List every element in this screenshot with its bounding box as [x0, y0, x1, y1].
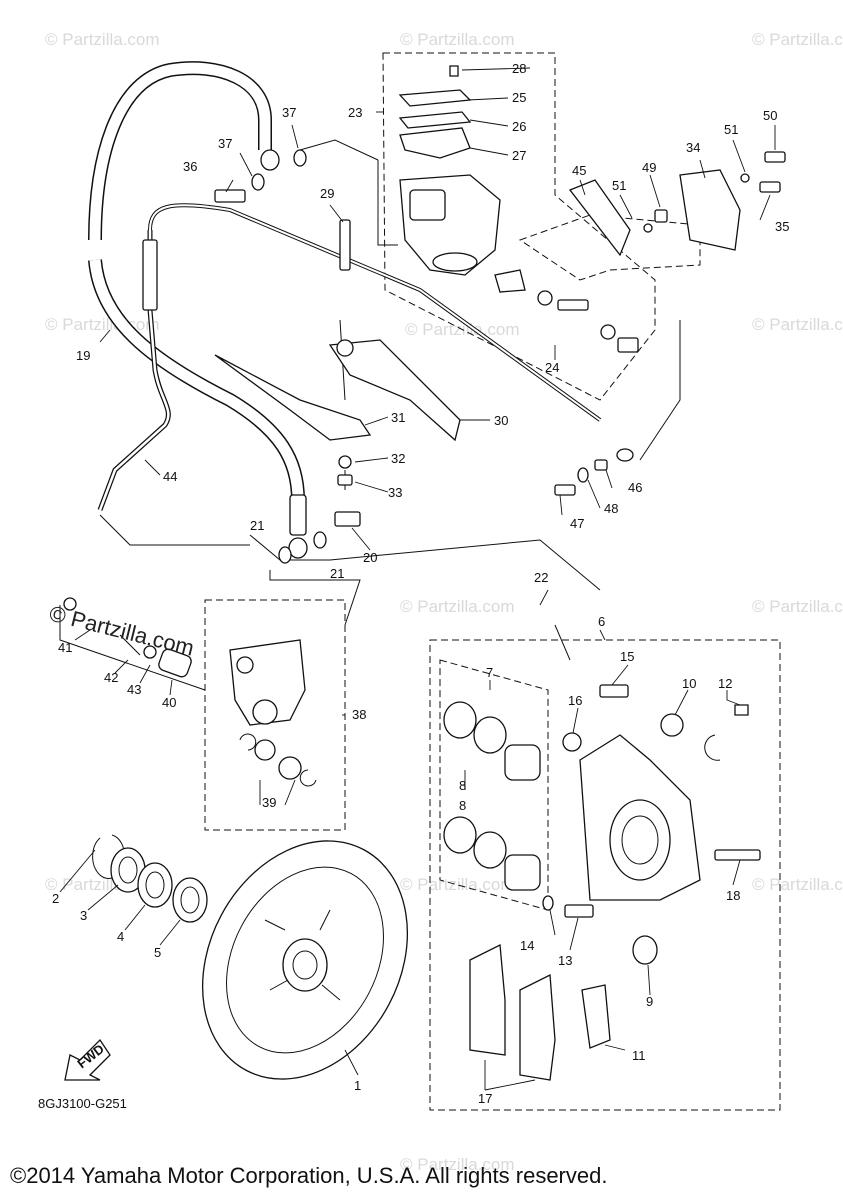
- callout-37: 37: [218, 136, 232, 151]
- watermark: © Partzilla.com: [400, 875, 515, 894]
- callout-7: 7: [486, 665, 493, 680]
- callout-21: 21: [330, 566, 344, 581]
- callout-51: 51: [724, 122, 738, 137]
- callout-19: 19: [76, 348, 90, 363]
- watermark: © Partzilla.com: [400, 597, 515, 616]
- watermark: © Partzilla.com: [752, 30, 843, 49]
- callout-35: 35: [775, 219, 789, 234]
- callout-26: 26: [512, 119, 526, 134]
- callout-25: 25: [512, 90, 526, 105]
- callout-8: 8: [459, 798, 466, 813]
- callout-32: 32: [391, 451, 405, 466]
- callout-34: 34: [686, 140, 700, 155]
- callout-1: 1: [354, 1078, 361, 1093]
- watermark: © Partzilla.com: [45, 30, 160, 49]
- callout-10: 10: [682, 676, 696, 691]
- callout-13: 13: [558, 953, 572, 968]
- brake-pads: [469, 943, 611, 1081]
- callout-49: 49: [642, 160, 656, 175]
- master-cylinder: [398, 65, 639, 353]
- watermark: © Partzilla.com: [400, 1155, 515, 1174]
- callout-42: 42: [104, 670, 118, 685]
- callout-21: 21: [250, 518, 264, 533]
- callout-4: 4: [117, 929, 124, 944]
- fwd-arrow-icon: FWD: [64, 1038, 111, 1081]
- watermark: © Partzilla.com: [400, 30, 515, 49]
- callout-11: 11: [632, 1048, 646, 1063]
- brake-lever: [214, 219, 461, 486]
- diagram-code: 8GJ3100-G251: [38, 1096, 127, 1111]
- watermark-layer: © Partzilla.com © Partzilla.com © Partzi…: [45, 30, 843, 1174]
- watermark: © Partzilla.com: [45, 315, 160, 334]
- group-box-caliper-bracket: [204, 599, 346, 831]
- callout-20: 20: [363, 550, 377, 565]
- callout-15: 15: [620, 649, 634, 664]
- watermark: © Partzilla.com: [752, 875, 843, 894]
- callout-41: 41: [58, 640, 72, 655]
- callout-2: 2: [52, 891, 59, 906]
- washers: [92, 834, 208, 923]
- callout-29: 29: [320, 186, 334, 201]
- callout-12: 12: [718, 676, 732, 691]
- callout-6: 6: [598, 614, 605, 629]
- callout-36: 36: [183, 159, 197, 174]
- leader-lines: [59, 67, 776, 1091]
- callout-23: 23: [348, 105, 362, 120]
- switch-bracket: [568, 151, 786, 257]
- callout-28: 28: [512, 61, 526, 76]
- callout-31: 31: [391, 410, 405, 425]
- brake-disc: [201, 840, 409, 1080]
- callout-40: 40: [162, 695, 176, 710]
- callout-8: 8: [459, 778, 466, 793]
- callout-47: 47: [570, 516, 584, 531]
- group-box-master-cylinder: [382, 52, 656, 401]
- watermark: © Partzilla.com: [752, 597, 843, 616]
- callout-16: 16: [568, 693, 582, 708]
- callout-44: 44: [163, 469, 177, 484]
- callout-22: 22: [534, 570, 548, 585]
- watermark: © Partzilla.com: [752, 315, 843, 334]
- callout-27: 27: [512, 148, 526, 163]
- callout-50: 50: [763, 108, 777, 123]
- callout-24: 24: [545, 360, 559, 375]
- callout-45: 45: [572, 163, 586, 178]
- callout-18: 18: [726, 888, 740, 903]
- group-box-caliper: [429, 639, 781, 1111]
- group-box-lever-bracket: [518, 214, 701, 281]
- callout-17: 17: [478, 1091, 492, 1106]
- callout-46: 46: [628, 480, 642, 495]
- callout-5: 5: [154, 945, 161, 960]
- callout-33: 33: [388, 485, 402, 500]
- callout-14: 14: [520, 938, 534, 953]
- callout-37: 37: [282, 105, 296, 120]
- callout-43: 43: [127, 682, 141, 697]
- callout-38: 38: [352, 707, 366, 722]
- cable: [97, 203, 634, 511]
- callout-48: 48: [604, 501, 618, 516]
- caliper: [443, 684, 761, 965]
- copyright-notice: ©2014 Yamaha Motor Corporation, U.S.A. A…: [10, 1163, 608, 1188]
- brake-hose: [88, 61, 308, 559]
- callout-3: 3: [80, 908, 87, 923]
- callout-51: 51: [612, 178, 626, 193]
- caliper-bracket: [63, 597, 317, 787]
- callout-9: 9: [646, 994, 653, 1009]
- callout-labels: 1 2 3 4 5 6 7 8 8 9 10 11 12 13 14 15 16…: [52, 61, 789, 1106]
- callout-30: 30: [494, 413, 508, 428]
- callout-39: 39: [262, 795, 276, 810]
- banjo-parts: [214, 149, 608, 564]
